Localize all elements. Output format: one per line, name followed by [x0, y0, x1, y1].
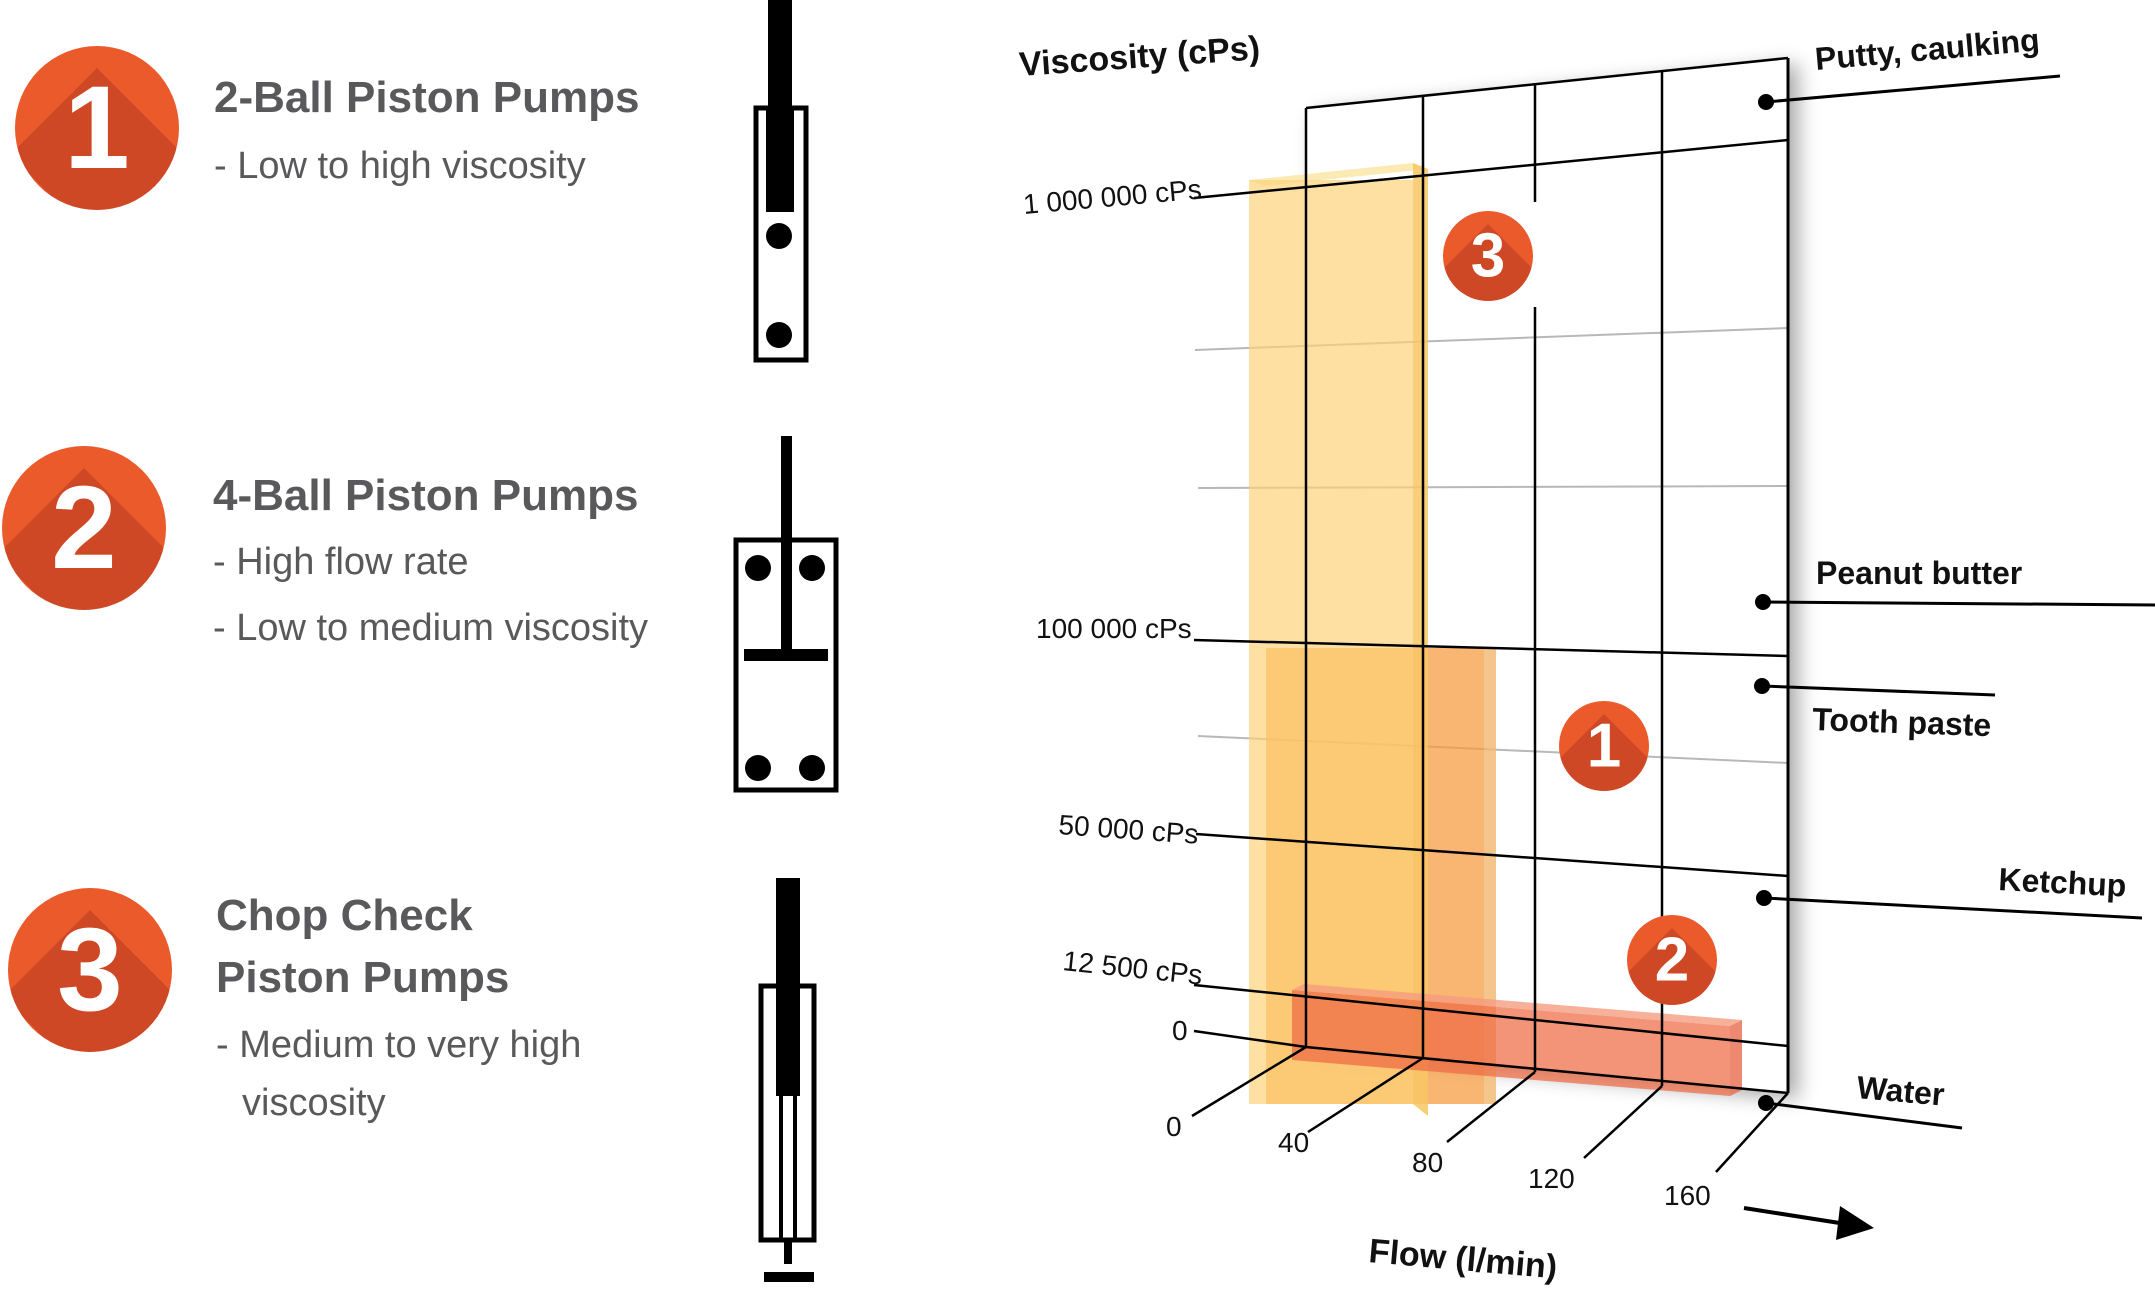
x-tick-label: 120 [1528, 1163, 1575, 1194]
pump-title-line: Piston Pumps [216, 953, 509, 1002]
x-tick-label: 160 [1664, 1180, 1711, 1211]
chop-check-pump-icon [758, 878, 817, 1282]
y-tick-label: 1 000 000 cPs [1022, 173, 1203, 219]
pump-item-2: 2 4-Ball Piston Pumps - High flow rate -… [2, 446, 648, 649]
pump-bullet: - Low to medium viscosity [213, 607, 648, 649]
material-marker-tooth-paste: Tooth paste [1754, 678, 1996, 743]
chart-badge-3: 3 [1443, 211, 1533, 301]
pump-bullet: - High flow rate [213, 541, 469, 583]
badge-number: 2 [51, 462, 117, 594]
pump-item-3: 3 Chop Check Piston Pumps - Medium to ve… [8, 888, 581, 1124]
y-axis-ticks: 1 000 000 cPs 100 000 cPs 50 000 cPs 12 … [1022, 173, 1204, 1046]
pump-title-line: Chop Check [216, 891, 473, 940]
x-axis-ticks: 0 40 80 120 160 [1166, 1111, 1711, 1211]
x-tick-label: 80 [1412, 1147, 1443, 1178]
material-label: Putty, caulking [1813, 21, 2040, 76]
material-marker-ketchup: Ketchup [1756, 861, 2143, 920]
range-band-3 [1249, 163, 1428, 1116]
badge-number: 1 [64, 62, 130, 194]
viscosity-flow-chart: Viscosity (cPs) 1 000 000 cPs 100 000 cP… [1018, 21, 2155, 1286]
range-band-2 [1292, 984, 1742, 1096]
y-tick-label: 0 [1172, 1015, 1188, 1046]
pump-title-line: 4-Ball Piston Pumps [213, 471, 638, 520]
y-axis-title: Viscosity (cPs) [1018, 29, 1261, 84]
pump-item-1: 1 2-Ball Piston Pumps - Low to high visc… [15, 46, 639, 210]
pump-bullet: viscosity [242, 1082, 386, 1124]
x-tick-label: 0 [1166, 1111, 1182, 1142]
major-gridlines [1191, 56, 1790, 1173]
badge-number: 2 [1655, 926, 1689, 995]
x-tick-label: 40 [1278, 1127, 1309, 1158]
pump-bullet: - Medium to very high [216, 1024, 581, 1066]
y-tick-label: 12 500 cPs [1061, 945, 1204, 990]
material-marker-putty: Putty, caulking [1758, 21, 2061, 110]
material-label: Ketchup [1998, 861, 2128, 904]
chart-badge-2: 2 [1627, 915, 1717, 1005]
material-label: Water [1855, 1069, 1946, 1113]
flow-direction-arrow-icon [1743, 1206, 1874, 1240]
x-axis-title: Flow (l/min) [1367, 1232, 1558, 1286]
number-badge: 1 [15, 46, 179, 210]
material-marker-water: Water [1758, 1069, 1963, 1130]
material-marker-peanut-butter: Peanut butter [1755, 555, 2155, 610]
material-label: Tooth paste [1812, 701, 1992, 743]
two-ball-pump-icon [753, 0, 809, 363]
material-label: Peanut butter [1816, 555, 2022, 591]
pump-bullet: - Low to high viscosity [214, 145, 586, 187]
badge-number: 3 [57, 904, 123, 1036]
four-ball-pump-icon [733, 436, 839, 793]
badge-number: 3 [1471, 222, 1505, 291]
badge-number: 1 [1587, 712, 1621, 781]
y-tick-label: 100 000 cPs [1036, 613, 1192, 644]
pump-title-line: 2-Ball Piston Pumps [214, 73, 639, 122]
number-badge: 2 [2, 446, 166, 610]
y-tick-label: 50 000 cPs [1058, 809, 1200, 850]
chart-badge-1: 1 [1559, 701, 1649, 791]
number-badge: 3 [8, 888, 172, 1052]
